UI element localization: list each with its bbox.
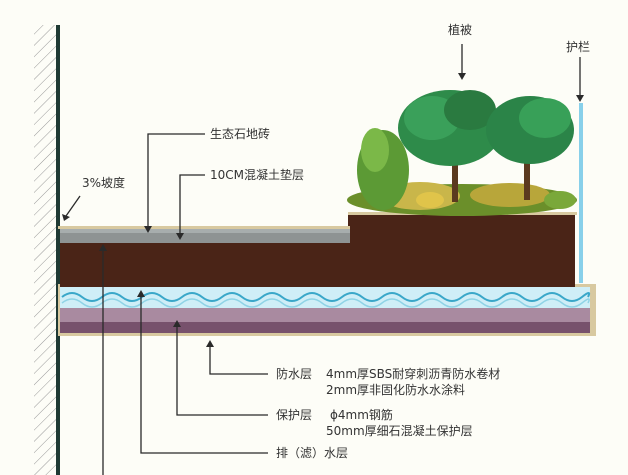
railing [579, 103, 583, 283]
label-protect-line2: 50mm厚细石混凝土保护层 [326, 424, 473, 438]
label-waterproof-line1: 4mm厚SBS耐穿刺沥青防水卷材 [326, 367, 501, 381]
drainage-waves-2 [61, 298, 590, 308]
protection-layer [60, 308, 590, 322]
label-drainage: 排（滤）水层 [276, 446, 349, 460]
wall-hatch [34, 25, 56, 475]
vegetation [347, 90, 577, 216]
label-protect-line1: ϕ4mm钢筋 [330, 408, 393, 422]
label-slope: 3%坡度 [82, 176, 126, 190]
soil-layer [60, 214, 575, 287]
waterproof-layer [60, 322, 590, 333]
label-waterproof-line2: 2mm厚非固化防水水涂料 [326, 383, 466, 397]
drainage-waves [61, 292, 591, 302]
label-railing: 护栏 [566, 40, 591, 54]
eco-tile-layer [60, 229, 350, 233]
label-vegetation: 植被 [448, 23, 473, 37]
label-eco-tile: 生态石地砖 [210, 127, 271, 141]
lower-soil-border [58, 226, 350, 229]
label-concrete-cushion: 10CM混凝土垫层 [210, 168, 305, 182]
wall-face [56, 25, 60, 475]
leader-lines [65, 44, 581, 475]
label-waterproof-title: 防水层 [276, 367, 313, 381]
label-protect-title: 保护层 [276, 408, 313, 422]
arrowheads [62, 73, 584, 347]
